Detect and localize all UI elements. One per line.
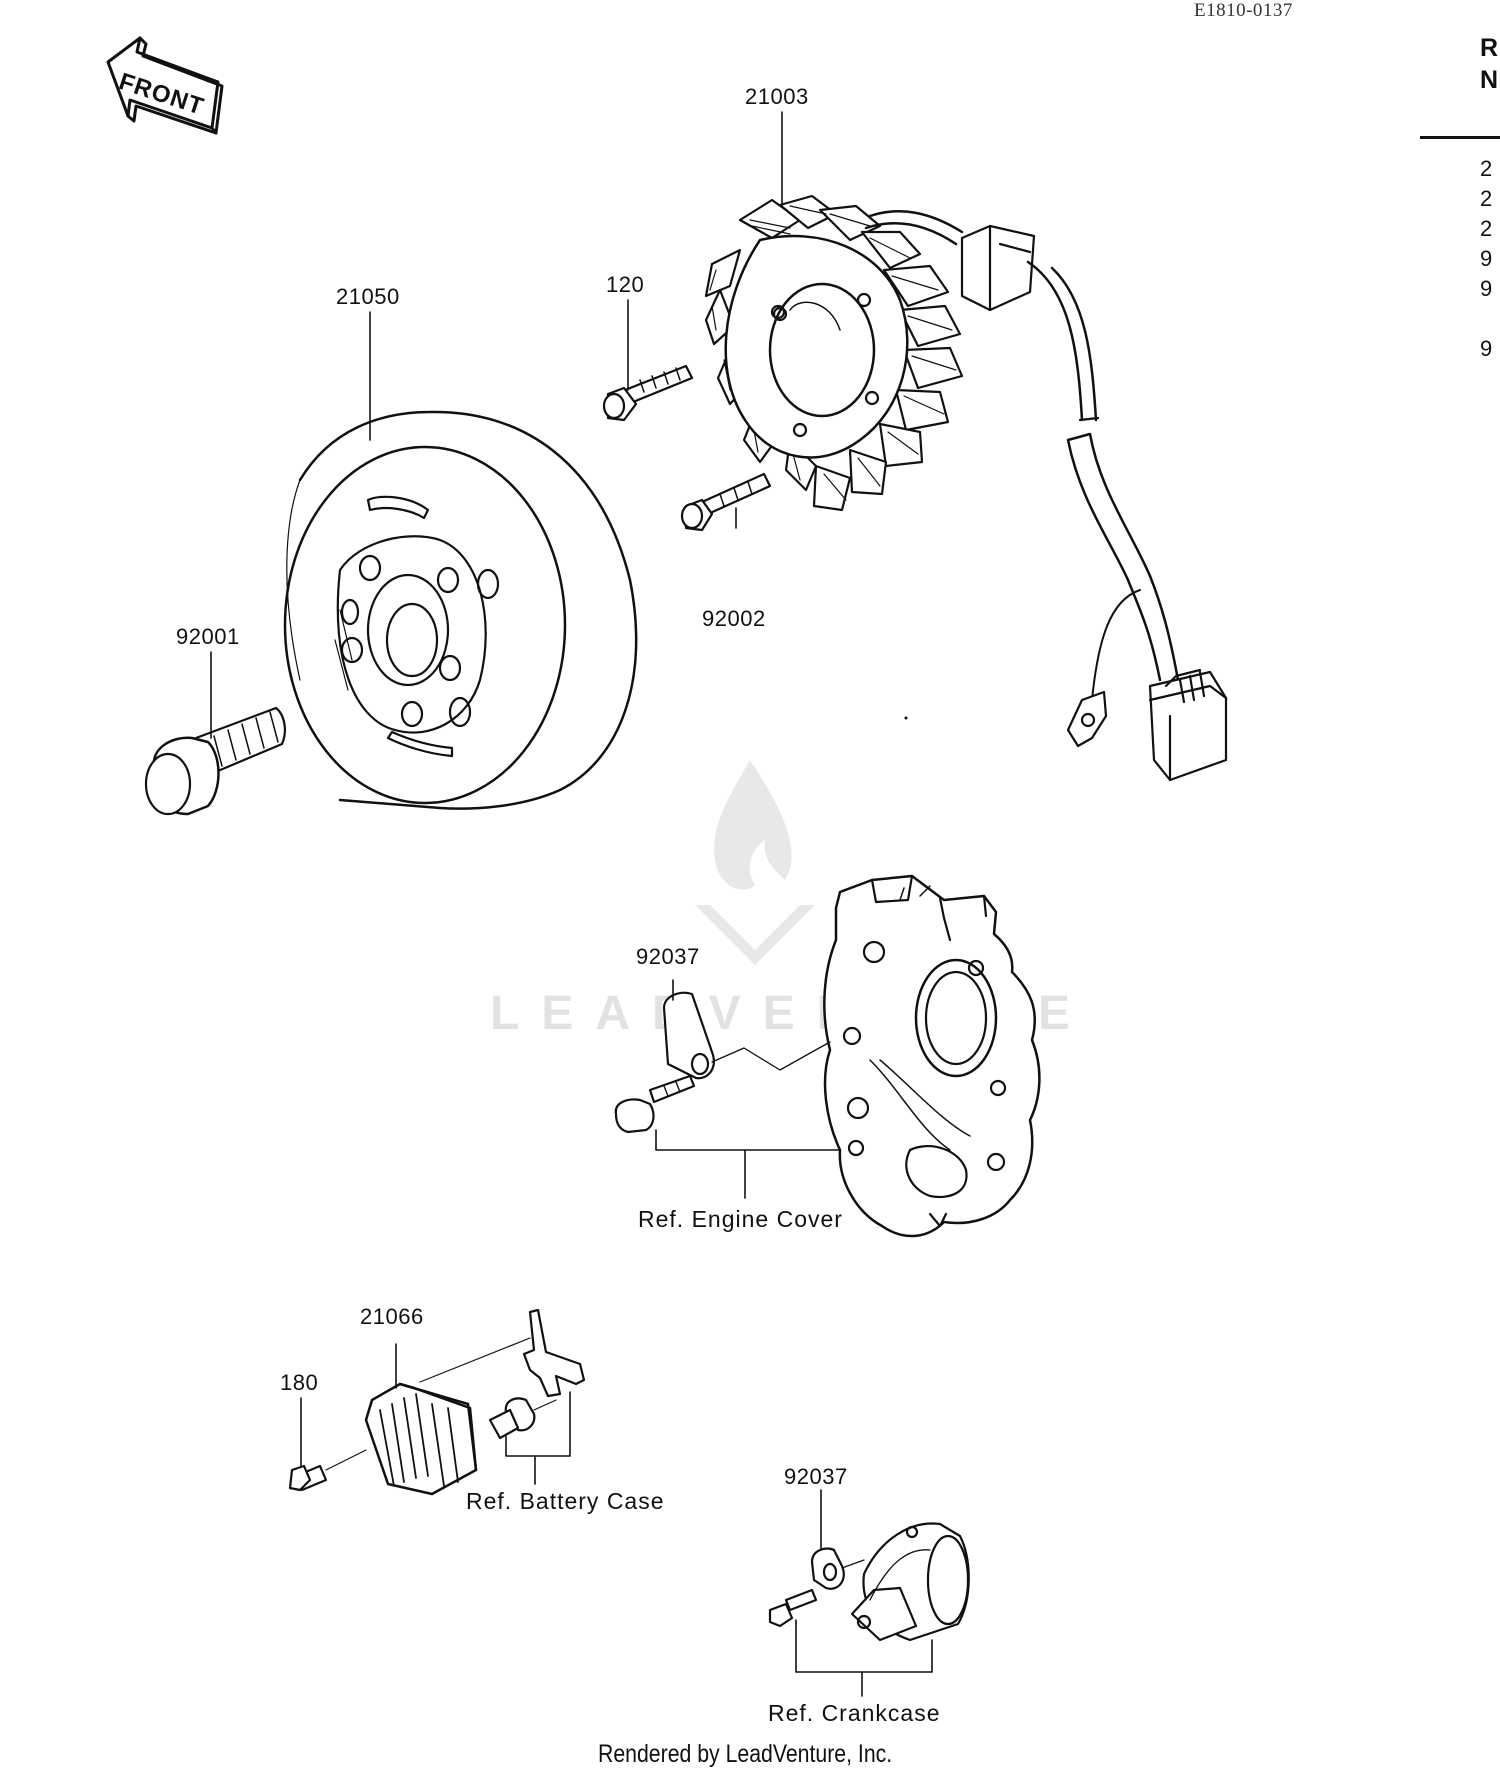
flywheel-rotor: [283, 410, 638, 810]
callout-92002: 92002: [702, 606, 766, 631]
side-panel-row: 2: [1480, 186, 1493, 211]
side-panel-row: 9: [1480, 246, 1493, 271]
side-panel-divider: [1420, 136, 1500, 139]
engine-cover: [823, 874, 1041, 1238]
clamp-92037-engine-cover: [614, 991, 831, 1134]
ref-crankcase: Ref. Crankcase: [768, 1700, 941, 1726]
callout-21003: 21003: [745, 84, 809, 109]
callout-120: 120: [606, 272, 645, 297]
callout-92037-engine-cover: 92037: [636, 944, 700, 969]
callout-180: 180: [280, 1370, 319, 1395]
side-panel-row: 2: [1480, 156, 1493, 181]
side-panel-row: 9: [1480, 336, 1493, 361]
watermark-flame-icon: [695, 760, 815, 965]
stator-bolt-120: [602, 364, 694, 422]
side-panel-row: 2: [1480, 216, 1493, 241]
crankcase-fitting: [768, 1522, 970, 1642]
side-panel-row: 9: [1480, 276, 1493, 301]
footer-credit: Rendered by LeadVenture, Inc.: [598, 1740, 893, 1768]
callout-92001: 92001: [176, 624, 240, 649]
stator-assembly: [704, 194, 1228, 782]
drawing-code: E1810-0137: [1194, 0, 1293, 21]
callout-21066: 21066: [360, 1304, 424, 1329]
ref-battery-case: Ref. Battery Case: [466, 1488, 665, 1514]
side-panel-header-2: N: [1480, 66, 1499, 94]
regulator-rectifier: [288, 1308, 586, 1496]
flywheel-bolt-92001: [144, 706, 286, 816]
callout-92037-crankcase: 92037: [784, 1464, 848, 1489]
callout-21050: 21050: [336, 284, 400, 309]
leader-lines: [210, 111, 933, 1697]
stator-bolt-92002: [680, 472, 772, 532]
ref-engine-cover: Ref. Engine Cover: [638, 1206, 843, 1232]
side-panel-header-1: R: [1480, 34, 1499, 62]
front-arrow-icon: [106, 36, 224, 135]
